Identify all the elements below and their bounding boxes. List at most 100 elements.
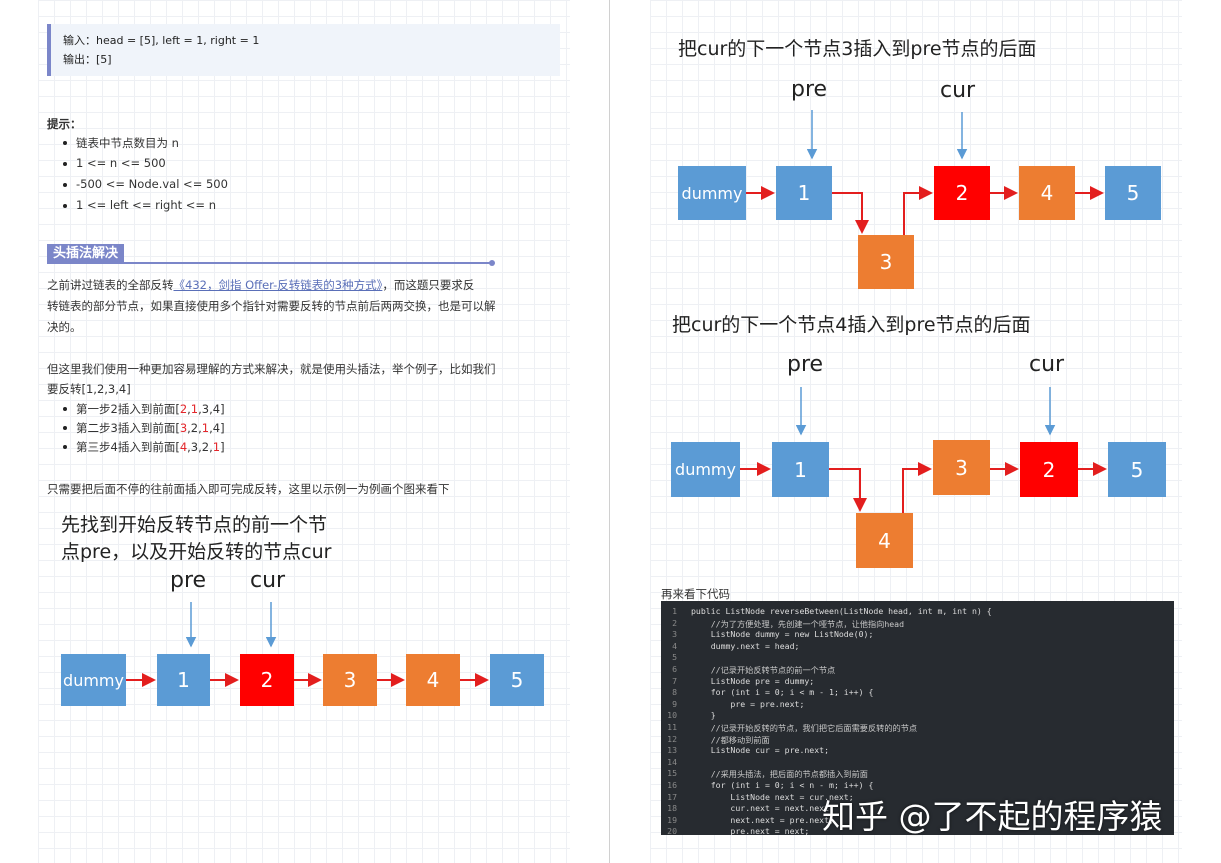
para1-prefix: 之前讲过链表的全部反转 [47, 278, 174, 292]
example-block: 输入：head = [5], left = 1, right = 1 输出：[5… [47, 24, 560, 76]
diagram2-node-1: 1 [776, 166, 832, 220]
bullet [63, 426, 67, 430]
diagram2-arrows [746, 110, 1104, 235]
code-line-number: 10 [667, 710, 677, 721]
diagram2-node-dummy: dummy [678, 166, 746, 220]
diagram3-pre-label: pre [787, 352, 824, 377]
diagram3-node-dummy: dummy [671, 442, 740, 497]
paragraph-2-line-2: 要反转[1,2,3,4] [47, 382, 131, 396]
code-line-number: 18 [667, 803, 677, 814]
example-input: 输入：head = [5], left = 1, right = 1 [63, 34, 260, 47]
diagram2-pre-label: pre [791, 77, 828, 102]
step-item: 第二步3插入到前面[3,2,1,4] [76, 421, 225, 435]
diagram3-node-4: 4 [856, 513, 913, 568]
bullet [63, 162, 67, 166]
diagram1-node-3: 3 [323, 654, 377, 706]
hint-item: -500 <= Node.val <= 500 [76, 177, 228, 191]
code-line: ListNode dummy = new ListNode(0); [691, 629, 874, 640]
code-line-number: 19 [667, 814, 677, 825]
bullet [63, 183, 67, 187]
code-intro: 再来看下代码 [661, 587, 730, 601]
code-line: for (int i = 0; i < m - 1; i++) { [691, 687, 874, 698]
code-line-number: 3 [672, 629, 677, 640]
watermark: 知乎 @了不起的程序猿 [822, 797, 1163, 836]
code-line-number: 9 [672, 698, 677, 709]
code-line: dummy.next = head; [691, 640, 800, 651]
code-line-number: 12 [667, 733, 677, 744]
code-line: for (int i = 0; i < n - m; i++) { [691, 780, 874, 790]
example-output: 输出：[5] [63, 53, 112, 66]
hint-item: 链表中节点数目为 n [76, 136, 179, 150]
code-line-number: 13 [667, 745, 677, 756]
code-line-number: 16 [667, 780, 677, 790]
diagram3-node-1: 1 [772, 442, 829, 497]
diagram2-node-5: 5 [1105, 166, 1161, 220]
diagram2-node-3: 3 [858, 235, 914, 289]
bullet [63, 141, 67, 145]
code-line-number: 14 [667, 756, 677, 767]
paragraph-3: 只需要把后面不停的往前面插入即可完成反转，这里以示例一为例画个图来看下 [47, 482, 450, 496]
code-line-number: 17 [667, 791, 677, 802]
code-line: public ListNode reverseBetween(ListNode … [691, 606, 992, 616]
step-item: 第一步2插入到前面[2,1,3,4] [76, 402, 225, 416]
left-page [38, 0, 570, 863]
arrow [903, 186, 933, 235]
code-line: ListNode next = cur.next; [691, 791, 854, 802]
code-line: //采用头插法，把后面的节点都插入到前面 [691, 769, 868, 780]
diagram1-node-2: 2 [240, 654, 294, 706]
diagram3-node-2: 2 [1020, 442, 1078, 497]
hint-item: 1 <= n <= 500 [76, 156, 166, 170]
code-line: //都移动到前面 [691, 734, 770, 745]
hint-item: 1 <= left <= right <= n [76, 198, 216, 212]
code-line: ListNode cur = pre.next; [691, 745, 830, 756]
section-heading: 头插法解决 [47, 244, 125, 263]
code-line-number: 7 [672, 675, 677, 686]
diagram1-node-5: 5 [490, 654, 544, 706]
diagram2-node-2: 2 [934, 166, 990, 220]
section-underline [47, 262, 493, 264]
hints-title: 提示： [47, 117, 82, 131]
diagram1-node-dummy: dummy [61, 654, 126, 706]
code-line: //记录开始反转的节点，我们把它后面需要反转的的节点 [691, 723, 918, 733]
paragraph-1-line-2: 转链表的部分节点，如果直接使用多个指针对需要反转的节点前后两两交换，也是可以解 [47, 299, 496, 313]
diagram3-node-3: 3 [933, 440, 990, 495]
code-line: //记录开始反转节点的前一个节点 [691, 665, 836, 675]
code-line-number: 20 [667, 826, 677, 835]
arrow [832, 192, 869, 234]
diagram1-pre-label: pre [170, 568, 207, 593]
step-item: 第三步4插入到前面[4,3,2,1] [76, 440, 225, 454]
code-line: next.next = pre.next; [691, 814, 834, 825]
diagram1-title-line-1: 先找到开始反转节点的前一个节 [61, 514, 328, 536]
code-line-number: 4 [672, 640, 677, 651]
bullet [63, 407, 67, 411]
code-line: pre.next = next; [691, 826, 810, 835]
para1-suffix: ，而这题只要求反 [382, 278, 475, 292]
bullet [63, 204, 67, 208]
code-line: } [691, 710, 716, 721]
code-line: ListNode pre = dummy; [691, 675, 815, 686]
article-link[interactable]: 《432，剑指 Offer-反转链表的3种方式》 [173, 278, 383, 292]
code-line: //为了方便处理，先创建一个哑节点，让他指向head [691, 618, 905, 629]
diagram1-cur-label: cur [250, 568, 286, 593]
page-divider [609, 0, 610, 863]
diagram1-title-line-2: 点pre，以及开始反转的节点cur [61, 541, 332, 563]
paragraph-1-line-1: 之前讲过链表的全部反转《432，剑指 Offer-反转链表的3种方式》，而这题只… [47, 277, 474, 293]
section-underline-dot [489, 260, 495, 266]
arrow [829, 468, 867, 512]
paragraph-2-line-1: 但这里我们使用一种更加容易理解的方式来解决，就是使用头插法，举个例子，比如我们 [47, 362, 496, 376]
diagram1-arrows [126, 602, 489, 687]
diagram3-cur-label: cur [1029, 352, 1065, 377]
code-line-number: 8 [672, 687, 677, 698]
bullet [63, 445, 67, 449]
code-line: cur.next = next.next; [691, 803, 834, 814]
code-line-number: 11 [667, 722, 677, 732]
diagram2-node-4: 4 [1019, 166, 1075, 220]
diagram3-arrows [740, 387, 1107, 513]
code-line-number: 6 [672, 664, 677, 674]
diagram3-node-5: 5 [1108, 442, 1166, 497]
diagram2-title: 把cur的下一个节点3插入到pre节点的后面 [678, 38, 1037, 60]
diagram1-node-4: 4 [406, 654, 460, 706]
code-line: pre = pre.next; [691, 698, 805, 709]
arrow [902, 462, 932, 513]
